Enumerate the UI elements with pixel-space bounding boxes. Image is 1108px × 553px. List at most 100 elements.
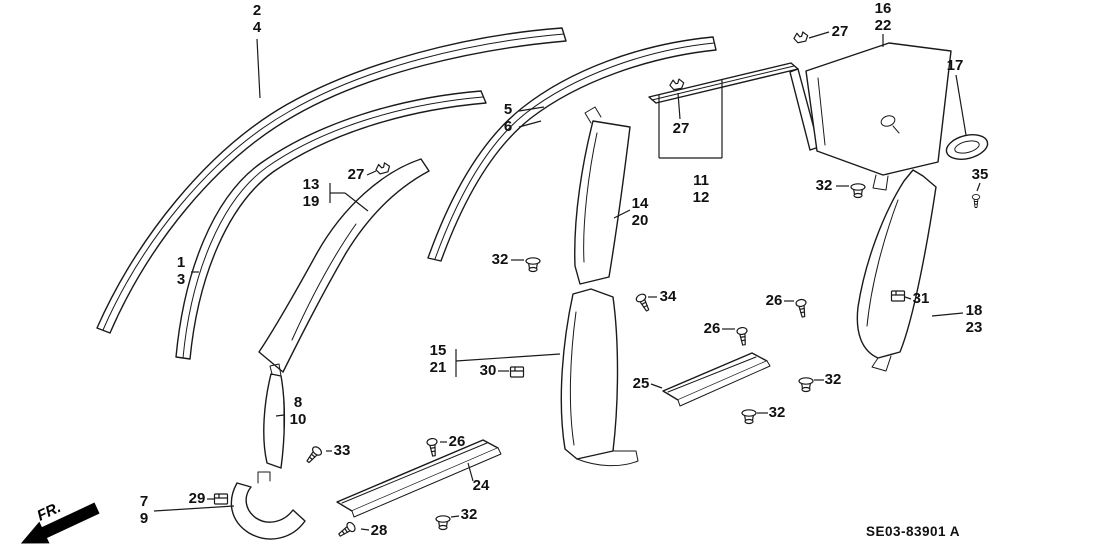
part-label-32-rear-sill-lower: 32 <box>768 404 786 422</box>
front-door-inner-molding-mid-line <box>182 96 484 359</box>
part-number: 32 <box>491 251 509 268</box>
part-number: 10 <box>289 410 307 428</box>
screw-26-front-icon <box>425 437 440 458</box>
leader-line-31 <box>904 296 912 300</box>
leader-line-35 <box>976 182 981 192</box>
rear-pillar-garnish-bottom-tab <box>872 174 889 191</box>
screw-34-icon <box>634 291 653 314</box>
part-label-32-center-upper: 32 <box>491 251 509 269</box>
part-number: 30 <box>479 362 497 379</box>
part-label-24: 24 <box>472 477 490 495</box>
leader-line-17 <box>955 74 967 136</box>
leader-line-5-6 <box>518 106 545 112</box>
part-number: 11 <box>693 172 709 189</box>
front-kick-garnish-tab <box>257 471 271 484</box>
rear-sill-garnish-side-face <box>677 360 771 407</box>
clip-31-icon <box>890 290 906 302</box>
center-pillar-lower-garnish-inner-line <box>569 311 577 446</box>
part-number: 17 <box>946 57 964 74</box>
rear-pillar-garnish-hole-mark <box>892 125 900 134</box>
front-pillar-garnish <box>258 158 430 373</box>
leader-line-25 <box>650 383 663 389</box>
part-number: 18 <box>965 302 983 319</box>
rear-pillar-garnish-hole <box>880 115 896 127</box>
part-number: 24 <box>472 477 490 494</box>
leader-line-7-9 <box>153 505 235 512</box>
part-number: 25 <box>632 375 650 392</box>
leader-line-18-23 <box>931 312 964 317</box>
clip-32-center-upper-icon <box>525 257 541 273</box>
part-label-35: 35 <box>972 166 989 184</box>
part-number: 15 <box>429 342 447 359</box>
rear-sill-garnish <box>662 352 768 401</box>
grommet-ring-outer <box>945 134 989 160</box>
rear-door-molding <box>427 36 717 262</box>
part-label-34: 34 <box>660 288 677 306</box>
screw-28-icon <box>335 520 358 540</box>
part-label-17: 17 <box>946 57 964 75</box>
front-sill-garnish-inner-line <box>341 442 488 504</box>
front-sill-garnish-side-face <box>351 447 502 518</box>
part-number: 9 <box>139 509 149 527</box>
clip-32-rear-sill-lower-icon <box>741 409 757 425</box>
leader-line-8-10 <box>275 414 285 417</box>
part-number: 20 <box>631 211 649 229</box>
part-number: 4 <box>252 18 262 36</box>
rear-door-molding-mid-line <box>434 42 715 260</box>
front-pillar-lower-trim-tab <box>269 363 282 377</box>
fr-arrow-icon <box>20 502 100 544</box>
part-number: 7 <box>139 493 149 510</box>
clip-27-rear-icon <box>792 30 810 45</box>
leader-line-24 <box>467 462 474 482</box>
part-label-30: 30 <box>479 362 497 380</box>
leader-line-28 <box>360 528 370 531</box>
front-pillar-garnish-inner-line <box>291 223 357 341</box>
leader-line-13-19 <box>344 192 369 212</box>
part-number: 16 <box>874 0 892 17</box>
part-label-31: 31 <box>913 290 930 308</box>
leader-line-27-roof <box>677 92 681 120</box>
center-pillar-lower-garnish <box>560 288 619 460</box>
center-pillar-lower-garnish-foot <box>576 450 639 467</box>
part-label-27-rear: 27 <box>831 23 849 41</box>
rear-pillar-garnish-inner-edge <box>817 77 826 146</box>
part-number: 32 <box>460 506 478 523</box>
clip-32-rear-upper-icon <box>850 183 866 199</box>
part-number: 5 <box>503 101 513 118</box>
front-sill-garnish <box>336 439 499 512</box>
part-number: 21 <box>429 358 447 376</box>
rear-quarter-lower-garnish-inner-line <box>866 199 899 327</box>
part-label-29: 29 <box>189 490 206 508</box>
rear-sill-garnish-inner-line <box>667 356 757 393</box>
clip-32-rear-sill-upper-icon <box>798 377 814 393</box>
part-number: 22 <box>874 16 892 34</box>
part-label-25: 25 <box>632 375 650 393</box>
part-number: 26 <box>703 320 721 337</box>
diagram-code: SE03-83901 A <box>866 524 961 539</box>
leader-line-2-4 <box>256 38 261 99</box>
part-number: 27 <box>831 23 849 40</box>
rear-quarter-lower-garnish <box>856 169 937 359</box>
part-number: 28 <box>370 522 388 539</box>
center-pillar-upper-garnish-inner-line <box>583 132 598 263</box>
part-number: 12 <box>692 188 710 206</box>
screw-35-icon <box>971 193 981 209</box>
leader-line-32-front-sill <box>450 515 460 518</box>
front-door-outer-molding-mid-line <box>102 33 565 331</box>
center-pillar-upper-garnish-top-tab <box>584 106 602 124</box>
part-number: 14 <box>631 195 649 212</box>
screw-33-icon <box>303 444 324 466</box>
front-door-inner-molding <box>175 90 487 360</box>
part-number: 32 <box>768 404 786 421</box>
rear-pillar-garnish <box>805 42 952 176</box>
clip-27-front-icon <box>374 161 392 176</box>
part-label-27-roof: 27 <box>673 120 690 138</box>
